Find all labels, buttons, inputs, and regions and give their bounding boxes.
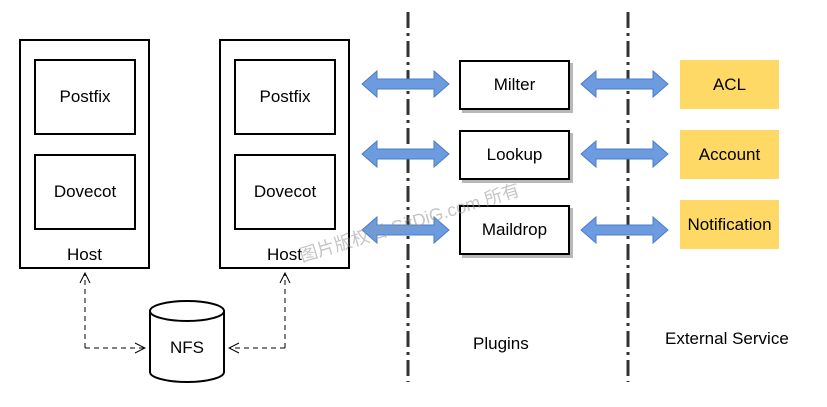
host-1-dovecot: Dovecot — [34, 154, 136, 230]
host-2-postfix: Postfix — [234, 59, 336, 135]
host-2-dovecot: Dovecot — [234, 154, 336, 230]
external-label: Notification — [687, 214, 772, 234]
component-label: Postfix — [259, 87, 311, 106]
plugin-maildrop: Maildrop — [459, 205, 570, 255]
plugins-caption: Plugins — [473, 334, 529, 353]
double-arrow-account — [580, 139, 669, 169]
double-arrow-acl — [580, 69, 669, 99]
external-service-caption: External Service — [665, 329, 789, 348]
nfs-cylinder — [149, 300, 225, 383]
nfs-label: NFS — [170, 338, 204, 357]
external-label: ACL — [712, 74, 747, 94]
external-notification: Notification — [680, 200, 779, 249]
component-label: Dovecot — [253, 182, 317, 201]
double-arrow-lookup — [361, 139, 450, 169]
plugin-milter: Milter — [459, 60, 570, 110]
plugin-label: Milter — [493, 75, 536, 94]
host-1-postfix: Postfix — [34, 59, 136, 135]
host-1-label: Host — [67, 245, 102, 264]
double-arrow-milter — [361, 69, 450, 99]
component-label: Dovecot — [53, 182, 117, 201]
external-account: Account — [680, 130, 779, 179]
host-2-label: Host — [267, 245, 302, 264]
external-acl: ACL — [680, 60, 779, 109]
plugin-label: Maildrop — [481, 220, 548, 239]
component-label: Postfix — [59, 87, 111, 106]
plugin-lookup: Lookup — [459, 130, 570, 180]
plugin-label: Lookup — [486, 145, 543, 164]
double-arrow-maildrop — [361, 215, 450, 245]
external-label: Account — [698, 144, 761, 164]
double-arrow-notification — [580, 215, 669, 245]
